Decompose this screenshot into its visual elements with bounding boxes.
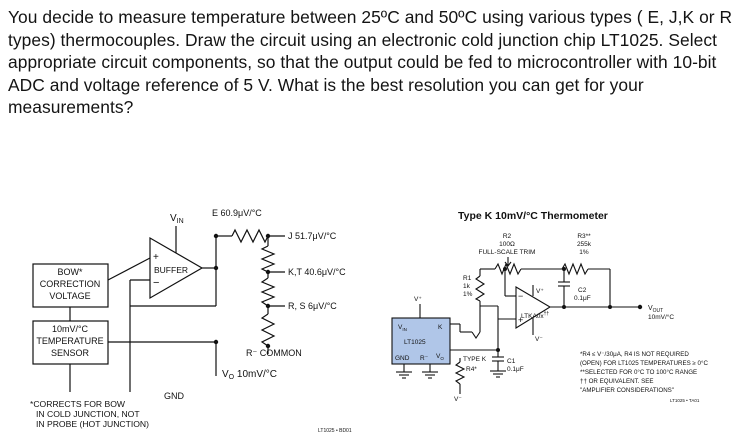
r3-label-1: R3** (577, 233, 591, 240)
bow-box-line-1: BOW* (57, 267, 82, 277)
r3-label-3: 1% (579, 249, 589, 256)
r2-label-3: FULL-SCALE TRIM (479, 249, 536, 256)
amp-plus: + (518, 315, 523, 325)
footnote-line-2: IN COLD JUNCTION, NOT (36, 409, 140, 419)
tap-rs-label: R, S 6μV/°C (288, 301, 337, 311)
right-figure-id: LT1025 • TA01 (670, 398, 700, 403)
gnd-label: GND (164, 391, 185, 401)
bow-box-line-3: VOLTAGE (49, 291, 90, 301)
sensor-box-line-1: 10mV/°C (52, 324, 89, 334)
c2-label-1: C2 (578, 287, 587, 294)
note-line-5: "AMPLIFIER CONSIDERATIONS" (580, 387, 674, 394)
ic-name: LT1025 (404, 339, 426, 346)
amp-minus: − (518, 291, 523, 301)
tap-e-label: E 60.9μV/°C (212, 208, 262, 218)
c1-label-2: 0.1μF (507, 366, 524, 373)
ic-pin-vo: VO (436, 353, 444, 361)
left-figure-id: LT1025 • BD01 (318, 428, 352, 434)
ic-pin-rminus: R⁻ (420, 355, 429, 362)
sensor-box-line-3: SENSOR (51, 348, 90, 358)
bow-box-line-2: CORRECTION (40, 279, 101, 289)
r1-label-3: 1% (463, 291, 473, 298)
vplus-amp-label: V⁺ (536, 288, 544, 295)
r1-label-1: R1 (463, 275, 472, 282)
tap-j-label: J 51.7μV/°C (288, 231, 337, 241)
c2-label-2: 0.1μF (574, 295, 591, 302)
amp-label: LTKA0x†† (521, 311, 549, 320)
footnote-line-3: IN PROBE (HOT JUNCTION) (36, 419, 149, 429)
note-line-2: (OPEN) FOR LT1025 TEMPERATURES ≥ 0°C (580, 360, 708, 367)
vminus-bottom-label: V⁻ (454, 396, 462, 403)
vminus-amp-label: V⁻ (535, 336, 543, 343)
vplus-left-label: V⁺ (414, 296, 422, 303)
ic-pin-vin: VIN (398, 324, 407, 332)
r4-label: R4* (466, 366, 477, 373)
vin-label: VIN (170, 213, 184, 225)
r2-label-1: R2 (503, 233, 512, 240)
r1-label-2: 1k (463, 283, 471, 290)
tap-kt-label: K,T 40.6μV/°C (288, 267, 346, 277)
vout-scale: 10mV/°C (648, 313, 674, 321)
type-k-thermometer-schematic: Type K 10mV/°C Thermometer (391, 210, 708, 403)
sensor-box-line-2: TEMPERATURE (36, 336, 103, 346)
footnote-line-1: *CORRECTS FOR BOW (30, 399, 126, 409)
buffer-plus: + (153, 252, 159, 263)
note-line-4: †† OR EQUIVALENT. SEE (580, 378, 653, 385)
c1-label-1: C1 (507, 358, 516, 365)
vo-label: VO 10mV/°C (222, 369, 277, 381)
r-common-label: R⁻ COMMON (246, 348, 302, 358)
note-line-3: **SELECTED FOR 0°C TO 100°C RANGE (580, 369, 697, 376)
ic-pin-gnd: GND (395, 355, 410, 362)
type-k-label: TYPE K (463, 356, 487, 363)
r2-label-2: 100Ω (499, 241, 515, 248)
note-line-1: *R4 ≤ V⁻/30μA, R4 IS NOT REQUIRED (580, 351, 689, 358)
right-figure-title: Type K 10mV/°C Thermometer (458, 210, 608, 222)
buffer-minus: − (153, 277, 159, 289)
ic-pin-k: K (438, 324, 443, 331)
buffer-label: BUFFER (154, 265, 188, 275)
r3-label-2: 255k (577, 241, 592, 248)
vout-label: VOUT (648, 305, 663, 314)
question-text: You decide to measure temperature betwee… (8, 7, 733, 118)
lt1025-block-diagram: VIN + − BUFFER BOW* CORRECTION VOLTAGE 1… (30, 208, 352, 434)
